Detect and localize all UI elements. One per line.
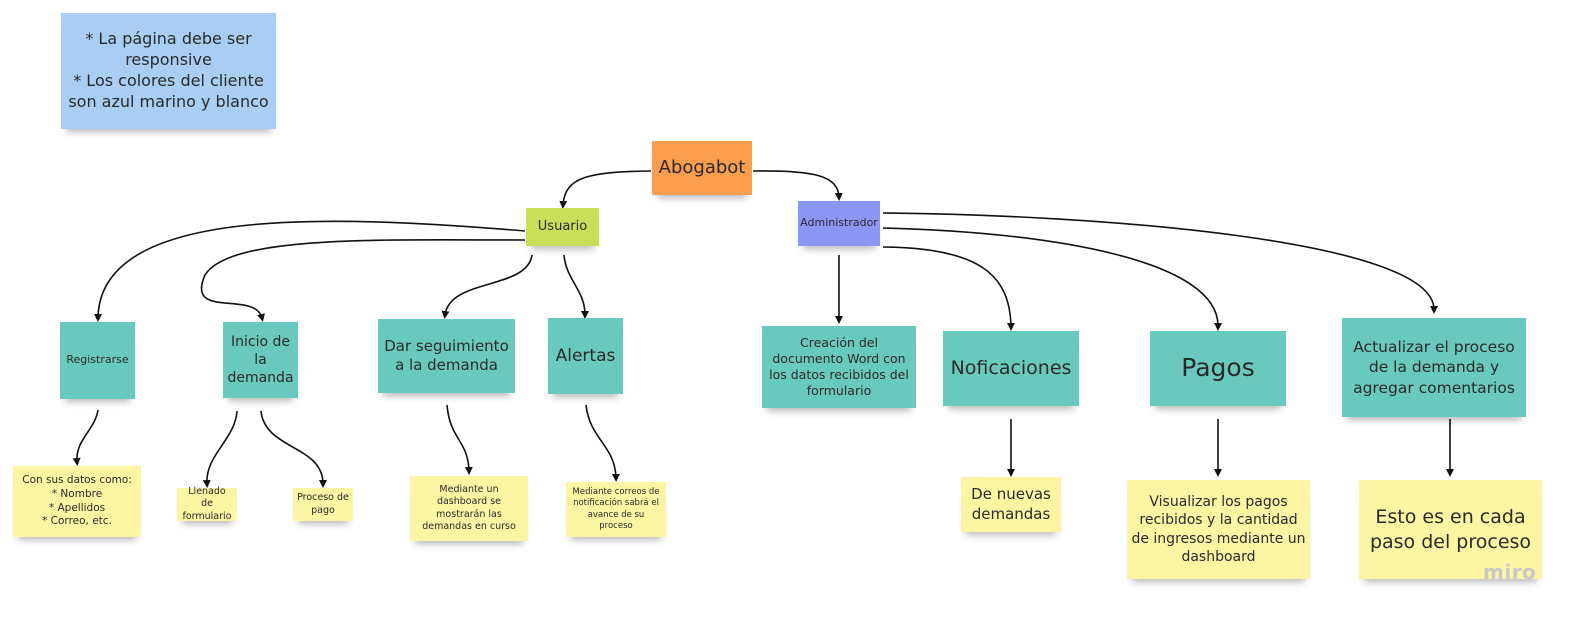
proceso-pago-note[interactable]: Proceso de pago	[293, 488, 353, 521]
dashboard-demandas-note[interactable]: Mediante un dashboard se mostrarán las d…	[410, 476, 528, 541]
edge-inicio-llenado	[202, 410, 238, 488]
edge-usuario-registrarse	[94, 220, 526, 322]
edge-alertas-correos	[585, 404, 620, 482]
edge-admin-pagos	[882, 227, 1223, 331]
edge-root-usuario	[559, 170, 652, 209]
requirements-note[interactable]: * La página debe ser responsive * Los co…	[61, 13, 276, 129]
edge-usuario-seguimiento	[441, 254, 533, 319]
edge-inicio-proceso	[260, 410, 327, 488]
edge-seguimiento-dashboard	[446, 404, 473, 475]
pagos-node[interactable]: Pagos	[1150, 331, 1286, 406]
edge-admin-notificaciones	[882, 246, 1015, 331]
miro-watermark: miro	[1483, 560, 1537, 584]
administrador-node[interactable]: Administrador	[798, 201, 880, 246]
root-node-abogabot[interactable]: Abogabot	[652, 141, 752, 195]
actualizar-proceso-node[interactable]: Actualizar el proceso de la demanda y ag…	[1342, 318, 1526, 417]
cada-paso-note[interactable]: Esto es en cada paso del proceso	[1359, 480, 1542, 579]
edge-admin-actualizar	[882, 212, 1439, 314]
llenado-formulario-note[interactable]: Llenado de formulario	[177, 486, 237, 522]
visualizar-pagos-note[interactable]: Visualizar los pagos recibidos y la cant…	[1127, 480, 1310, 579]
registrarse-node[interactable]: Registrarse	[60, 322, 135, 399]
datos-registro-note[interactable]: Con sus datos como: * Nombre * Apellidos…	[13, 466, 141, 537]
nuevas-demandas-note[interactable]: De nuevas demandas	[961, 477, 1061, 532]
edge-registrarse-datos	[72, 409, 99, 466]
alertas-node[interactable]: Alertas	[548, 318, 623, 394]
notificaciones-node[interactable]: Noficaciones	[943, 331, 1079, 406]
usuario-node[interactable]: Usuario	[526, 208, 599, 246]
seguimiento-node[interactable]: Dar seguimiento a la demanda	[378, 319, 515, 393]
correos-notificacion-note[interactable]: Mediante correos de notificación sabrá e…	[566, 482, 666, 537]
edge-usuario-alertas	[563, 254, 589, 319]
inicio-demanda-node[interactable]: Inicio de la demanda	[223, 322, 298, 398]
creacion-documento-node[interactable]: Creación del documento Word con los dato…	[762, 326, 916, 408]
edge-root-administrador	[752, 170, 843, 201]
edge-usuario-inicio	[200, 239, 526, 322]
